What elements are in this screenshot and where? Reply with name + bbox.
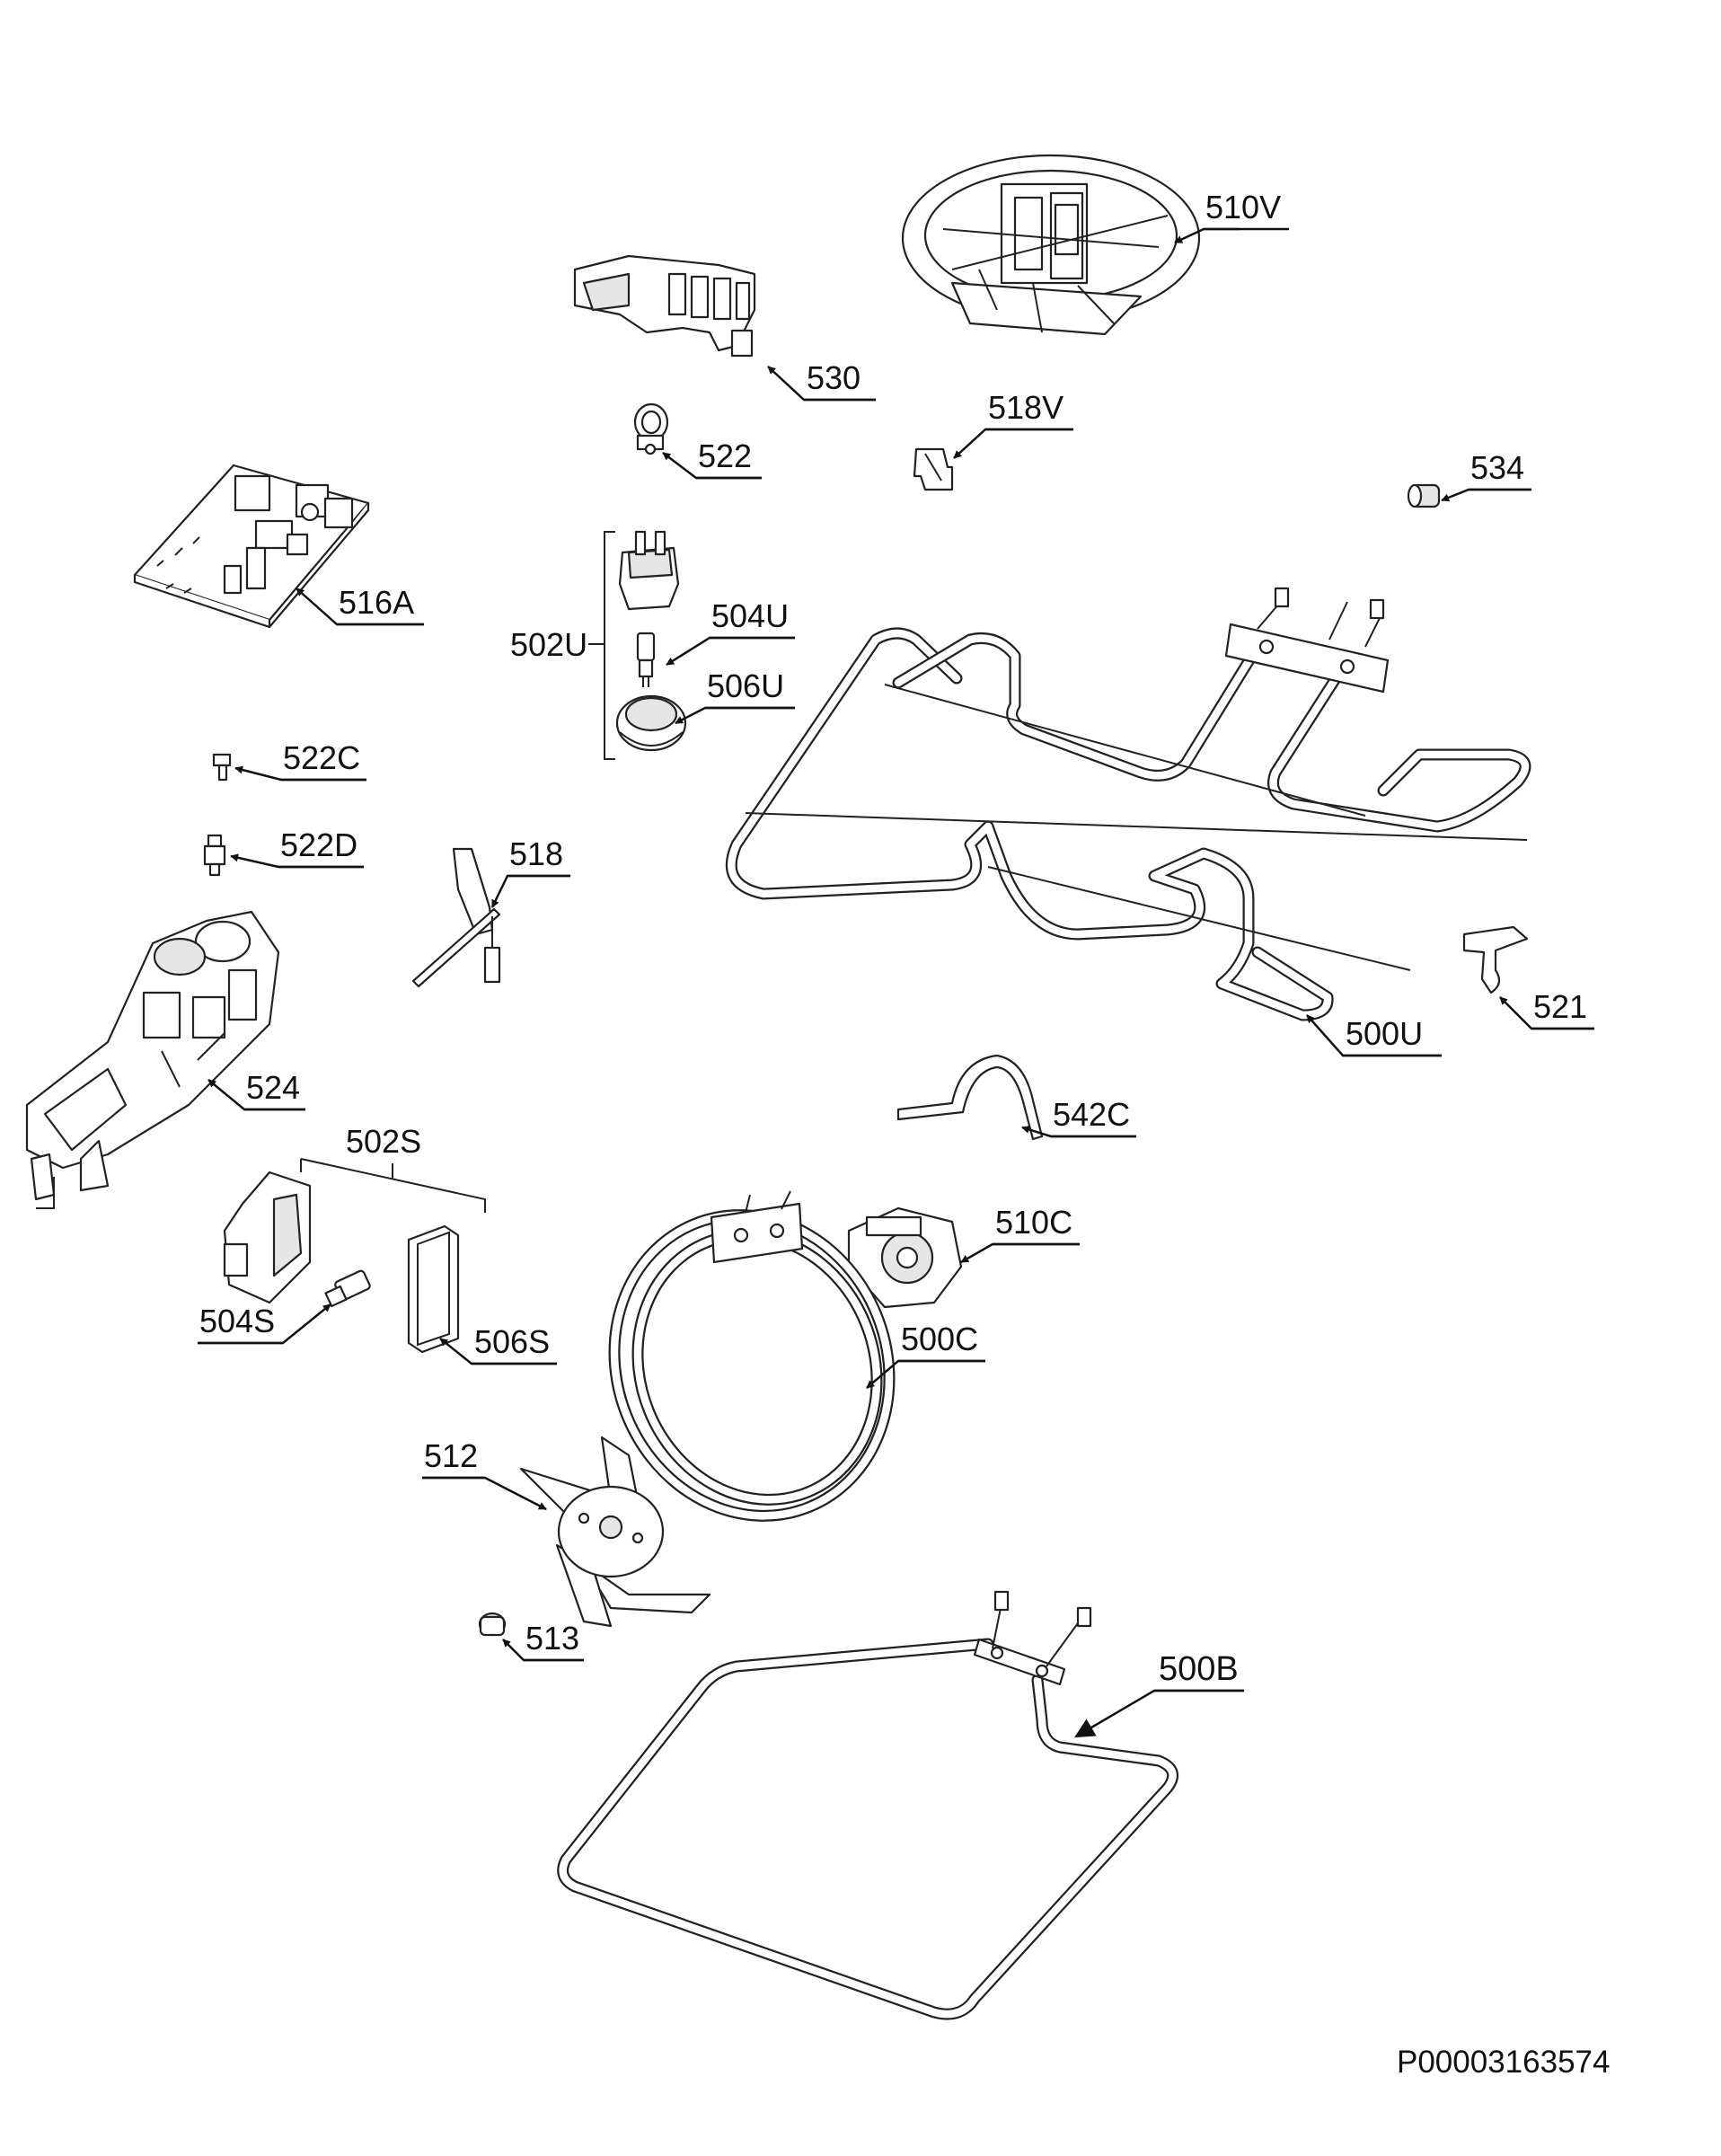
thermostat-518v-drawing bbox=[913, 447, 954, 491]
part-522d-drawing bbox=[203, 834, 226, 877]
label-506s: 506S bbox=[474, 1323, 550, 1360]
callout-500u: 500U bbox=[1306, 1014, 1442, 1057]
clamp-542c-drawing bbox=[896, 1054, 1044, 1141]
lamp-holder-502u-drawing bbox=[618, 530, 680, 611]
label-518: 518 bbox=[509, 835, 563, 872]
part-522c-drawing bbox=[212, 753, 232, 782]
bulb-504u-drawing bbox=[636, 632, 656, 687]
bottom-element-500b-drawing bbox=[557, 1590, 1179, 2020]
label-512: 512 bbox=[424, 1437, 478, 1474]
callout-542c: 542C bbox=[1021, 1096, 1136, 1138]
callout-510c: 510C bbox=[960, 1204, 1080, 1264]
callout-530: 530 bbox=[767, 359, 876, 402]
group-bracket-502s bbox=[300, 1158, 486, 1213]
label-524: 524 bbox=[246, 1069, 300, 1106]
label-504s: 504S bbox=[199, 1303, 275, 1339]
callout-524: 524 bbox=[207, 1069, 305, 1111]
callout-506s: 506S bbox=[439, 1323, 557, 1365]
terminal-block-530-drawing bbox=[573, 254, 756, 358]
callout-502u: 502U bbox=[510, 626, 587, 663]
lamp-cover-506u-drawing bbox=[615, 694, 687, 752]
label-510c: 510C bbox=[995, 1204, 1072, 1241]
label-522d: 522D bbox=[280, 826, 357, 863]
callout-502s: 502S bbox=[346, 1123, 421, 1160]
fan-motor-510c-drawing bbox=[847, 1206, 963, 1309]
lamp-housing-502s-drawing bbox=[223, 1171, 312, 1304]
label-500u: 500U bbox=[1346, 1015, 1423, 1052]
label-500c: 500C bbox=[901, 1321, 978, 1357]
label-542c: 542C bbox=[1053, 1096, 1130, 1133]
callout-521: 521 bbox=[1499, 988, 1594, 1030]
label-502u: 502U bbox=[510, 626, 587, 663]
callout-510v: 510V bbox=[1174, 189, 1289, 244]
callout-516a: 516A bbox=[296, 584, 424, 626]
callout-500c: 500C bbox=[866, 1321, 985, 1389]
document-id: P00003163574 bbox=[1397, 2045, 1610, 2080]
callout-513: 513 bbox=[502, 1620, 584, 1662]
label-516a: 516A bbox=[339, 584, 414, 621]
label-534: 534 bbox=[1470, 449, 1524, 486]
label-513: 513 bbox=[525, 1620, 579, 1657]
callout-522d: 522D bbox=[230, 826, 364, 869]
clip-522-drawing bbox=[633, 402, 669, 455]
label-506u: 506U bbox=[707, 667, 784, 704]
callout-518: 518 bbox=[490, 835, 570, 908]
label-530: 530 bbox=[807, 359, 860, 396]
bulb-504s-drawing bbox=[324, 1269, 371, 1308]
callout-522: 522 bbox=[662, 437, 762, 480]
group-bracket-502u bbox=[588, 531, 615, 760]
fan-blade-512-drawing bbox=[519, 1436, 711, 1628]
bracket-521-drawing bbox=[1462, 925, 1529, 994]
label-510v: 510V bbox=[1205, 189, 1281, 225]
selector-switch-524-drawing bbox=[25, 910, 280, 1209]
label-500b: 500B bbox=[1159, 1650, 1239, 1688]
cap-534-drawing bbox=[1407, 483, 1441, 508]
fan-motor-510v-drawing bbox=[901, 154, 1201, 336]
callout-504s: 504S bbox=[198, 1303, 331, 1345]
sensor-probe-518-drawing bbox=[411, 847, 501, 988]
label-522c: 522C bbox=[283, 739, 360, 776]
lamp-glass-506s-drawing bbox=[407, 1224, 460, 1354]
label-522: 522 bbox=[698, 437, 752, 474]
nut-513-drawing bbox=[478, 1612, 507, 1637]
label-502s: 502S bbox=[346, 1123, 421, 1160]
circuit-board-516a-drawing bbox=[133, 464, 370, 629]
label-518v: 518V bbox=[988, 389, 1063, 426]
callout-500b: 500B bbox=[1074, 1650, 1244, 1738]
callout-512: 512 bbox=[422, 1437, 547, 1511]
circular-element-500c-drawing bbox=[608, 1190, 896, 1522]
callout-504u: 504U bbox=[666, 597, 795, 667]
grill-element-500u-drawing bbox=[725, 587, 1531, 1021]
callout-518v: 518V bbox=[953, 389, 1073, 459]
callout-522c: 522C bbox=[234, 739, 366, 782]
label-521: 521 bbox=[1533, 988, 1587, 1025]
callout-506u: 506U bbox=[675, 667, 795, 725]
callout-534: 534 bbox=[1441, 449, 1531, 502]
label-504u: 504U bbox=[711, 597, 789, 634]
